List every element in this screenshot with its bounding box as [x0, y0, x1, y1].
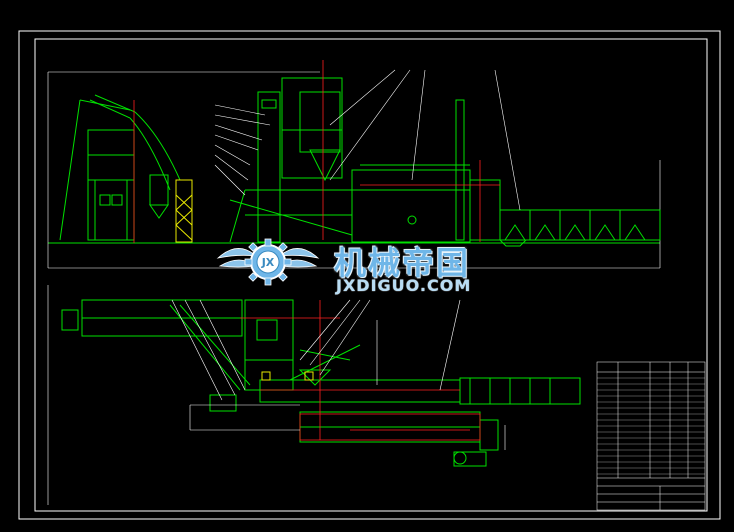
elevation-view — [47, 71, 661, 269]
title-block — [596, 361, 706, 511]
plan-leaders — [171, 299, 506, 450]
elevation-centerlines — [133, 60, 500, 243]
elevation-leaders — [214, 69, 521, 211]
plan-red-lines — [240, 300, 481, 441]
outer-frame — [18, 30, 721, 520]
watermark-logo: JX — [216, 238, 320, 286]
title-block-rows — [597, 377, 705, 475]
plan-yellow — [261, 371, 314, 381]
logo-monogram: JX — [261, 256, 275, 269]
inner-frame — [34, 38, 708, 512]
